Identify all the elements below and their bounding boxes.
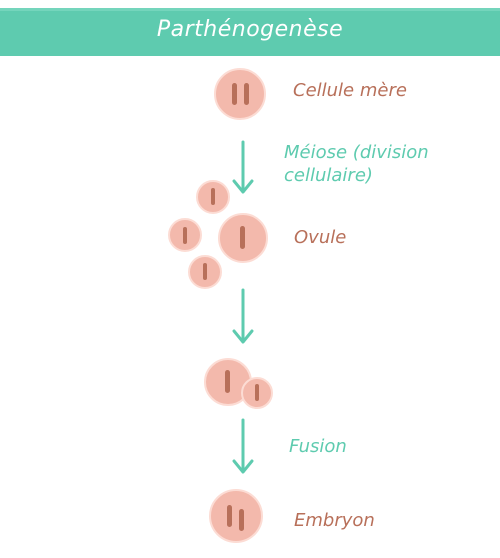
label-meiosis-line2: cellulaire) (284, 165, 373, 186)
mother-cell (214, 68, 266, 120)
arrow-meiosis (232, 140, 254, 194)
fusion-cell-large (204, 358, 252, 406)
ovule-cell-main (218, 213, 268, 263)
ovule-cell-bottom (188, 255, 222, 289)
chromosome-mark (239, 509, 244, 531)
embryo-cell (209, 489, 263, 543)
chromosome-mark (232, 83, 237, 105)
chromosome-mark (244, 83, 249, 105)
label-ovum: Ovule (294, 227, 347, 248)
fusion-cell-small (241, 377, 273, 409)
label-meiosis-line1: Méiose (division (284, 142, 429, 163)
page-title: Parthénogenèse (156, 17, 344, 42)
label-embryo: Embryon (294, 510, 375, 531)
label-mother-cell: Cellule mère (293, 80, 407, 101)
label-fusion: Fusion (289, 436, 347, 457)
arrow-fusion (232, 418, 254, 474)
title-banner: Parthénogenèse (0, 8, 500, 56)
chromosome-mark (227, 505, 232, 527)
ovule-cell-left (168, 218, 202, 252)
arrow-ovule-to-fusion (232, 288, 254, 344)
ovule-cell-top (196, 180, 230, 214)
